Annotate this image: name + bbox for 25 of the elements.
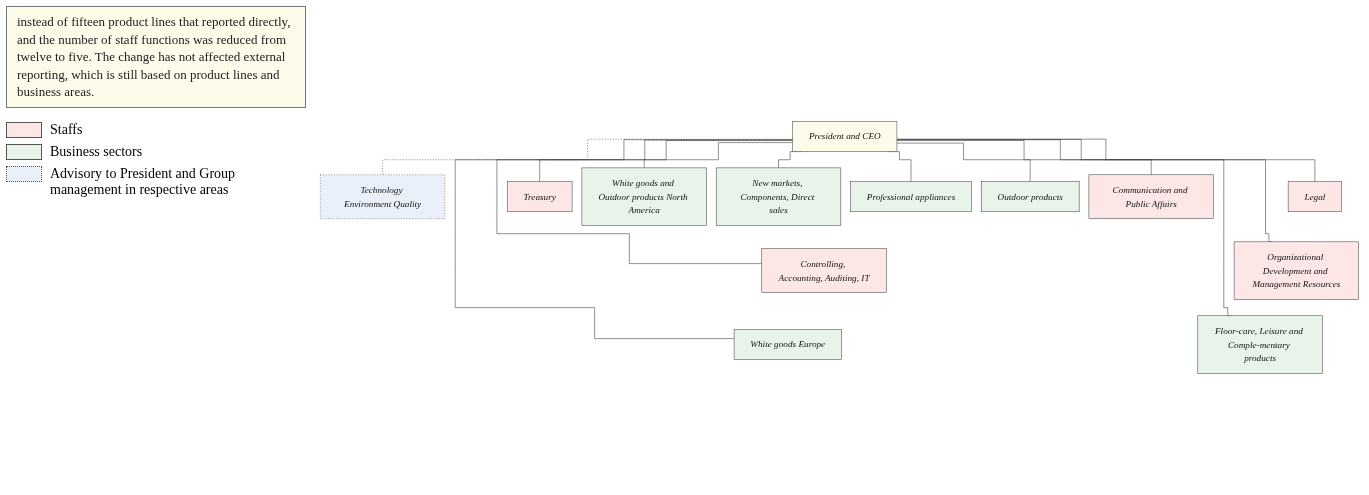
connector	[896, 142, 1031, 182]
connector	[896, 139, 1273, 243]
connector	[496, 139, 793, 264]
node-box: Treasury	[506, 181, 573, 212]
node-box: President and CEO	[792, 121, 898, 152]
node-box: Professional appliances	[850, 181, 972, 212]
node-box: Outdoor products	[980, 181, 1080, 212]
legend-text: Advisory to President and Group management in respective areas	[50, 165, 237, 198]
node-box: Floor-care, Leisure and Comple-mentary products	[1197, 315, 1323, 374]
node-box: White goods and Outdoor products North America	[581, 167, 707, 226]
connector	[896, 140, 1152, 176]
node-box: Technology Environment Quality	[320, 174, 446, 219]
legend-text: Business sectors	[50, 143, 143, 160]
node-box: Organizational Development and Management Resources	[1233, 241, 1359, 300]
node-box: White goods Europe	[733, 329, 842, 360]
node-box: New markets, Components, Direct sales	[715, 167, 842, 226]
node-box: Legal	[1287, 181, 1342, 212]
connector	[454, 139, 793, 339]
connector	[896, 138, 1316, 182]
note-text: instead of fifteen product lines that reported directly, and the number of staff functions was reduced from twelve to five. The change has not affected external reporting, which is still based on product lines and business areas.	[6, 6, 306, 108]
node-box: Communication and Public Affairs	[1088, 174, 1214, 219]
legend-text: Staffs	[50, 121, 83, 138]
connector	[539, 140, 793, 182]
connector	[643, 142, 793, 169]
node-box: Controlling, Accounting, Auditing, IT	[761, 248, 887, 293]
